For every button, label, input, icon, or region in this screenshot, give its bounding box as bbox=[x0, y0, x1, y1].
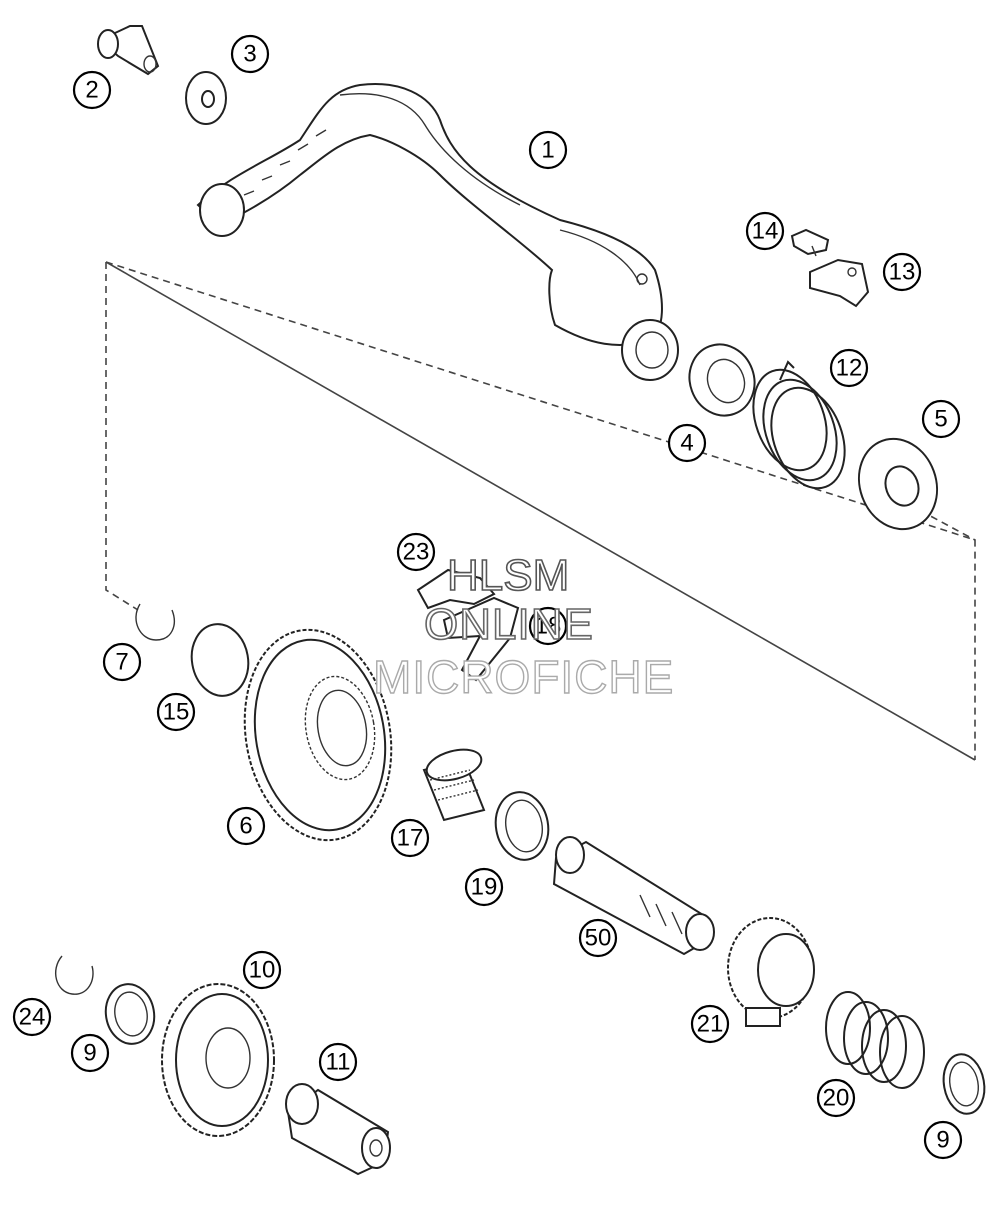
callout-7: 7 bbox=[102, 642, 142, 682]
svg-text:50: 50 bbox=[585, 925, 612, 952]
callout-23: 23 bbox=[396, 532, 436, 572]
callout-11: 11 bbox=[318, 1042, 358, 1082]
callout-12: 12 bbox=[829, 348, 869, 388]
callout-3: 3 bbox=[230, 34, 270, 74]
svg-text:12: 12 bbox=[836, 355, 863, 382]
callout-5: 5 bbox=[921, 399, 961, 439]
callout-18: 18 bbox=[528, 606, 568, 646]
svg-text:7: 7 bbox=[115, 649, 128, 676]
svg-text:10: 10 bbox=[249, 957, 276, 984]
part-pin bbox=[97, 25, 160, 76]
part-circlip-lower bbox=[54, 955, 94, 995]
svg-text:23: 23 bbox=[403, 539, 430, 566]
part-circlip-upper bbox=[135, 603, 175, 641]
part-shim-washer bbox=[494, 791, 550, 861]
part-kick-shaft bbox=[552, 836, 715, 956]
svg-text:17: 17 bbox=[397, 825, 424, 852]
part-washer-left bbox=[104, 983, 156, 1045]
svg-text:15: 15 bbox=[163, 699, 190, 726]
callout-1: 1 bbox=[528, 130, 568, 170]
svg-text:19: 19 bbox=[471, 874, 498, 901]
svg-text:1: 1 bbox=[541, 137, 554, 164]
part-bolt bbox=[790, 228, 830, 257]
callout-20: 20 bbox=[816, 1078, 856, 1118]
part-ratchet-pawl bbox=[416, 568, 520, 682]
part-needle-bearing bbox=[422, 748, 486, 822]
callout-4: 4 bbox=[667, 423, 707, 463]
callout-50: 50 bbox=[578, 918, 618, 958]
part-kick-starter-lever bbox=[196, 83, 679, 381]
callout-19: 19 bbox=[464, 867, 504, 907]
part-thrust-washer bbox=[190, 623, 250, 697]
callout-2: 2 bbox=[72, 70, 112, 110]
svg-text:18: 18 bbox=[535, 613, 562, 640]
part-oil-seal bbox=[688, 343, 756, 417]
svg-text:4: 4 bbox=[680, 430, 693, 457]
svg-text:2: 2 bbox=[85, 77, 98, 104]
svg-text:3: 3 bbox=[243, 41, 256, 68]
part-ratchet-gear bbox=[727, 917, 815, 1027]
callout-9-right: 9 bbox=[923, 1120, 963, 1160]
watermark-line-3: MICROFICHE bbox=[372, 650, 675, 703]
assembly-guide-lines bbox=[105, 261, 976, 761]
svg-text:20: 20 bbox=[823, 1085, 850, 1112]
callout-15: 15 bbox=[156, 692, 196, 732]
svg-text:13: 13 bbox=[889, 259, 916, 286]
svg-text:24: 24 bbox=[19, 1004, 46, 1031]
callout-10: 10 bbox=[242, 950, 282, 990]
svg-text:9: 9 bbox=[83, 1040, 96, 1067]
watermark-line-2: ONLINE bbox=[423, 599, 594, 650]
svg-text:21: 21 bbox=[697, 1011, 724, 1038]
callout-17: 17 bbox=[390, 818, 430, 858]
part-torsion-spring bbox=[752, 360, 846, 490]
callout-14: 14 bbox=[745, 211, 785, 251]
part-washer-right bbox=[942, 1053, 986, 1115]
part-compression-spring bbox=[825, 991, 925, 1089]
part-idler-sleeve bbox=[285, 1083, 391, 1176]
part-idler-gear bbox=[161, 983, 275, 1137]
callout-24: 24 bbox=[12, 997, 52, 1037]
part-kick-gear bbox=[243, 628, 393, 842]
part-washer-small bbox=[185, 71, 227, 125]
part-bracket bbox=[809, 258, 870, 308]
svg-text:9: 9 bbox=[936, 1127, 949, 1154]
svg-text:5: 5 bbox=[934, 406, 947, 433]
part-washer-large bbox=[857, 437, 939, 531]
svg-text:14: 14 bbox=[752, 218, 779, 245]
callout-9-left: 9 bbox=[70, 1033, 110, 1073]
callout-6: 6 bbox=[226, 806, 266, 846]
callout-13: 13 bbox=[882, 252, 922, 292]
svg-text:6: 6 bbox=[239, 813, 252, 840]
svg-text:11: 11 bbox=[326, 1049, 351, 1076]
watermark-line-1: HLSM bbox=[446, 550, 570, 601]
callout-21: 21 bbox=[690, 1004, 730, 1044]
